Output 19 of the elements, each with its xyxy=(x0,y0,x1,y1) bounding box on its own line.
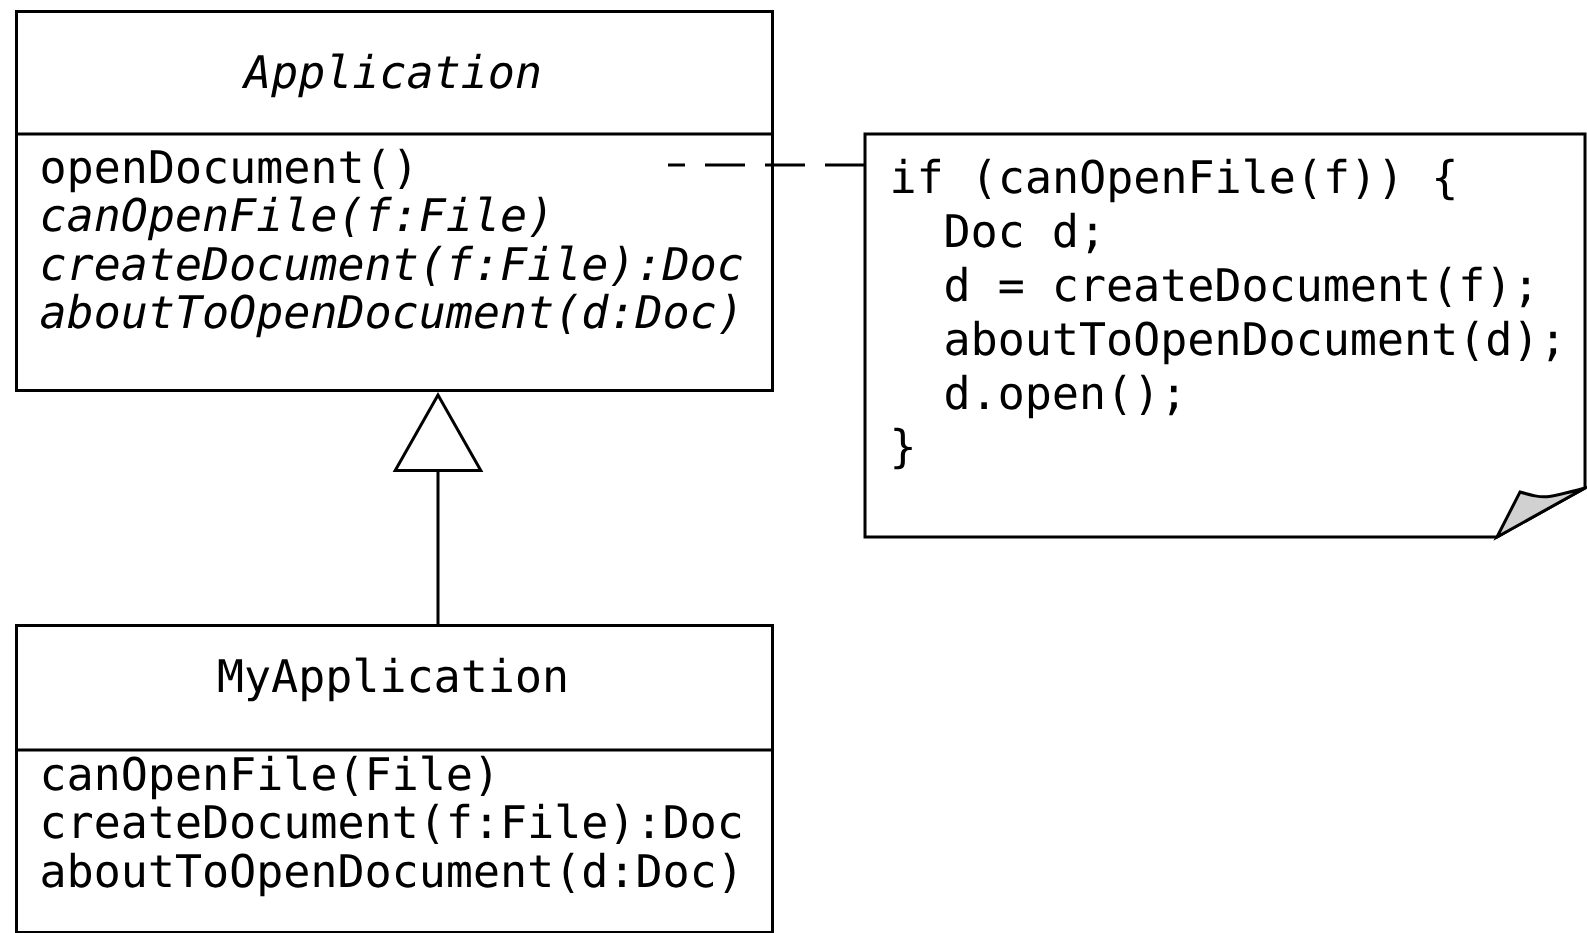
operation-text: canOpenFile(f:File) xyxy=(42,196,546,241)
code-line: aboutToOpenDocument(d); xyxy=(946,320,1557,365)
code-line: d = createDocument(f); xyxy=(946,266,1529,308)
code-line: Doc d; xyxy=(946,212,1096,254)
class-box xyxy=(15,624,774,933)
code-line: } xyxy=(894,427,912,470)
class-box xyxy=(15,10,774,392)
code-line: if (canOpenFile(f)) { xyxy=(893,158,1454,203)
class-name: MyApplication xyxy=(218,657,566,702)
operation-text: canOpenFile(File) xyxy=(43,755,491,800)
note-anchor-line xyxy=(668,163,865,167)
note-box xyxy=(863,132,1587,539)
operation-text: aboutToOpenDocument(d:Doc) xyxy=(42,852,735,897)
class-name: Application xyxy=(241,53,539,98)
operation-text: aboutToOpenDocument(d:Doc) xyxy=(41,293,735,338)
code-line: d.open(); xyxy=(946,374,1177,419)
operation-text: createDocument(f:File):Doc xyxy=(42,245,742,286)
operation-text: openDocument() xyxy=(42,148,410,193)
operation-text: createDocument(f:File):Doc xyxy=(43,803,741,844)
